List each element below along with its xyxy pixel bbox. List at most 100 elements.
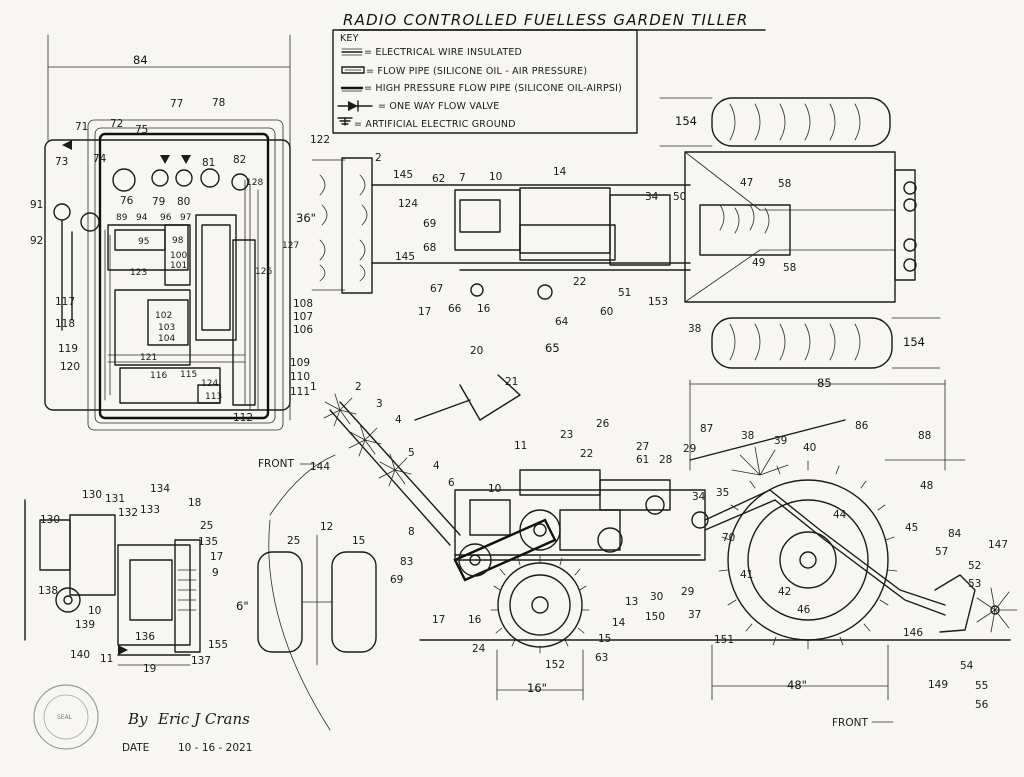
- part-72: 72: [110, 118, 123, 130]
- part-96: 96: [160, 213, 172, 223]
- tv-part-68: 68: [423, 242, 436, 254]
- sv-part-70: 70: [722, 532, 735, 544]
- dv-part-155: 155: [208, 639, 228, 651]
- sv-part-24: 24: [472, 643, 486, 655]
- part-81: 81: [202, 157, 215, 169]
- dim-85: 85: [817, 376, 832, 390]
- schematic-part-labels: 77 78 71 72 75 73 74 76 79 80 81 82 91 9…: [30, 97, 330, 424]
- flow-pipe-icon: [341, 66, 365, 74]
- dv-part-11: 11: [100, 653, 113, 665]
- part-102: 102: [155, 311, 172, 321]
- sv-part-17: 17: [432, 614, 445, 626]
- sv-part-39: 39: [774, 435, 787, 447]
- tv-part-51: 51: [618, 287, 631, 299]
- notary-stamp: SEAL: [33, 684, 99, 750]
- tv-part-16: 16: [477, 303, 491, 315]
- dv-part-10: 10: [88, 605, 101, 617]
- dim-84-end: 84: [948, 528, 962, 540]
- tv-part-2: 2: [375, 152, 382, 164]
- dv-part-140: 140: [70, 649, 90, 661]
- tv-part-22: 22: [573, 276, 586, 288]
- dim-154-top: 154: [675, 114, 697, 128]
- key-item-high-pressure: = HIGH PRESSURE FLOW PIPE (SILICONE OIL-…: [364, 83, 622, 94]
- sv-part-86: 86: [855, 420, 869, 432]
- sv-part-152: 152: [545, 659, 565, 671]
- dv-part-25: 25: [200, 520, 213, 532]
- part-118: 118: [55, 318, 75, 330]
- dv-part-17: 17: [210, 551, 223, 563]
- sv-part-41: 41: [740, 569, 753, 581]
- dv-part-130-b: 130: [40, 514, 60, 526]
- tire-label-15: 15: [352, 535, 365, 547]
- tv-part-69: 69: [423, 218, 436, 230]
- dv-part-135: 135: [198, 536, 218, 548]
- dim-48-wheel: 48": [787, 678, 807, 692]
- part-100: 100: [170, 251, 187, 261]
- dv-part-132: 132: [118, 507, 138, 519]
- part-126: 126: [255, 267, 272, 277]
- sv-part-40: 40: [803, 442, 816, 454]
- dv-part-137: 137: [191, 655, 211, 667]
- part-92: 92: [30, 235, 43, 247]
- sv-part-4-b: 4: [433, 460, 440, 472]
- part-74: 74: [93, 153, 107, 165]
- tv-part-67: 67: [430, 283, 443, 295]
- sv-part-29-b: 29: [681, 586, 694, 598]
- part-120: 120: [60, 361, 80, 373]
- dim-48-end: 48: [920, 480, 933, 492]
- tv-part-7: 7: [459, 172, 466, 184]
- part-109: 109: [290, 357, 310, 369]
- sv-part-34: 34: [692, 491, 706, 503]
- sv-part-147: 147: [988, 539, 1008, 551]
- part-91: 91: [30, 199, 43, 211]
- tire-label-12: 12: [320, 521, 333, 533]
- sv-part-45: 45: [905, 522, 918, 534]
- dim-16-wheel: 16": [527, 681, 547, 695]
- wire-icon: [341, 48, 363, 56]
- sv-part-38: 38: [741, 430, 754, 442]
- stamp-seal-text: SEAL: [57, 714, 73, 721]
- part-115: 115: [180, 370, 197, 380]
- sv-part-54: 54: [960, 660, 974, 672]
- tv-part-34: 34: [645, 191, 659, 203]
- part-103: 103: [158, 323, 175, 333]
- date-value: 10 - 16 - 2021: [178, 742, 252, 754]
- signature-name: Eric J Crans: [157, 710, 250, 728]
- drawing-title: RADIO CONTROLLED FUELLESS GARDEN TILLER: [343, 11, 749, 29]
- front-label-schematic: FRONT: [258, 458, 294, 470]
- part-124: 124: [201, 379, 218, 389]
- sv-part-21: 21: [505, 376, 518, 388]
- sv-part-11: 11: [514, 440, 527, 452]
- sv-part-4-a: 4: [395, 414, 402, 426]
- date-label: DATE: [122, 742, 149, 754]
- sv-part-3: 3: [376, 398, 383, 410]
- part-112: 112: [233, 412, 253, 424]
- part-121: 121: [140, 353, 157, 363]
- part-104: 104: [158, 334, 175, 344]
- dv-part-136: 136: [135, 631, 155, 643]
- tv-part-62: 62: [432, 173, 445, 185]
- dv-part-134: 134: [150, 483, 170, 495]
- part-78: 78: [212, 97, 225, 109]
- hydraulic-schematic: 84 FRONT: [44, 34, 316, 470]
- part-101: 101: [170, 261, 187, 271]
- sv-part-69: 69: [390, 574, 403, 586]
- part-108: 108: [293, 298, 313, 310]
- sv-part-151: 151: [714, 634, 734, 646]
- part-73: 73: [55, 156, 68, 168]
- sv-part-53: 53: [968, 578, 981, 590]
- dv-part-130-a: 130: [82, 489, 102, 501]
- part-111: 111: [290, 386, 310, 398]
- sv-part-87: 87: [700, 423, 713, 435]
- key-item-ground: = ARTIFICIAL ELECTRIC GROUND: [354, 119, 516, 130]
- dv-part-9: 9: [212, 567, 219, 579]
- sv-part-146: 146: [903, 627, 923, 639]
- sv-part-42: 42: [778, 586, 791, 598]
- part-89: 89: [116, 213, 128, 223]
- key-item-wire: = ELECTRICAL WIRE INSULATED: [364, 47, 522, 58]
- tv-part-47: 47: [740, 177, 753, 189]
- part-71: 71: [75, 121, 88, 133]
- part-123: 123: [130, 268, 147, 278]
